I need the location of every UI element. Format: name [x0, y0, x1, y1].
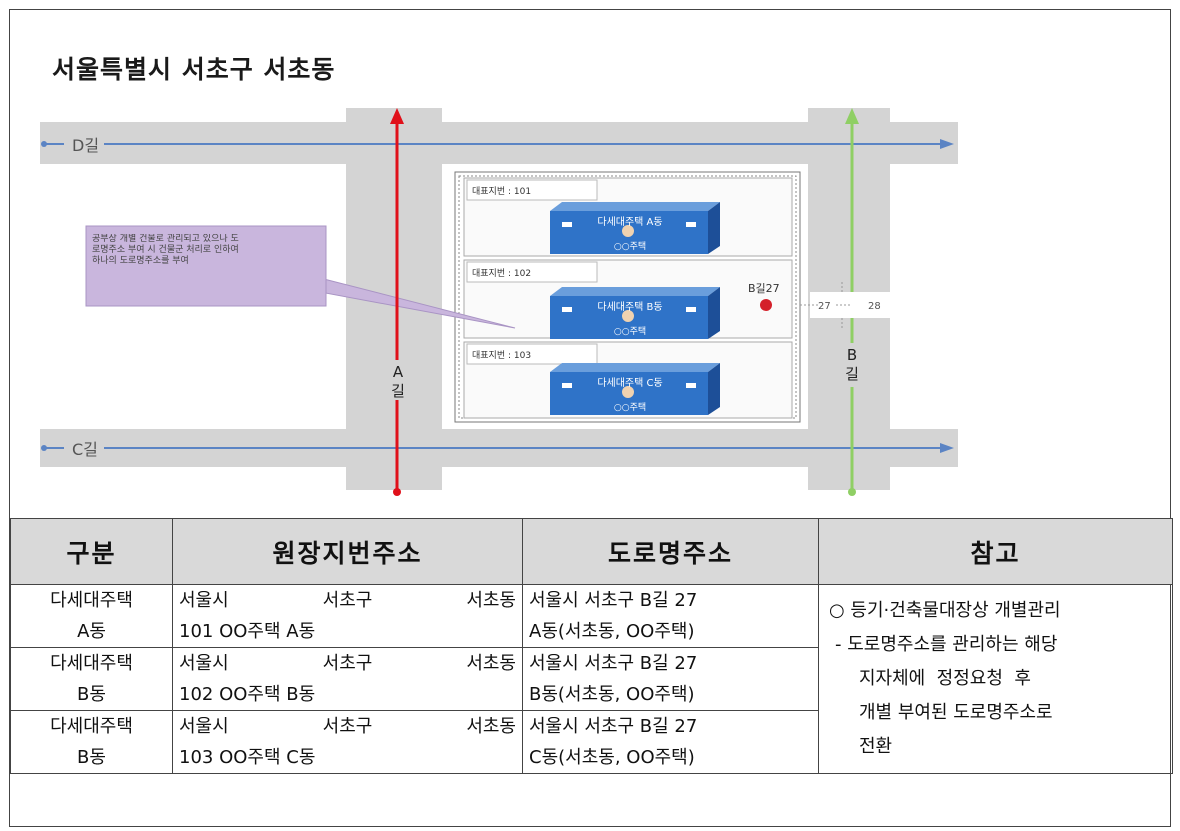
lot-district: 서초구	[322, 590, 373, 611]
road-address-line-2: A동(서초동, OO주택)	[529, 621, 695, 642]
note-dash: - 도로명주소를 관리하는 해당	[835, 634, 1058, 655]
note-cont-1: 지자체에 정정요청 후	[859, 668, 1031, 689]
road-c-label-bg	[64, 438, 104, 458]
building-a-icon	[550, 202, 720, 254]
lot-city: 서울시	[179, 653, 229, 674]
header-note: 참고	[818, 518, 1173, 585]
callout-box	[85, 225, 327, 307]
building-a-sub: ○○주택	[614, 241, 646, 252]
kind-sub: B동	[77, 747, 106, 768]
lot-address-cell: 서울시 서초구 서초동 101 OO주택 A동	[172, 584, 523, 648]
lot-2-label: 대표지번 : 102	[472, 268, 531, 279]
lot-city: 서울시	[179, 716, 229, 737]
road-address-cell: 서울시 서초구 B길 27 C동(서초동, OO주택)	[522, 710, 819, 774]
road-a-label-bg	[387, 360, 409, 400]
kind-cell: 다세대주택 B동	[10, 710, 173, 774]
lot-district: 서초구	[322, 653, 373, 674]
building-c-label: 다세대주택 C동	[597, 377, 662, 389]
road-address-cell: 서울시 서초구 B길 27 B동(서초동, OO주택)	[522, 647, 819, 711]
lot-district: 서초구	[322, 716, 373, 737]
road-address-cell: 서울시 서초구 B길 27 A동(서초동, OO주택)	[522, 584, 819, 648]
note-cont-2: 개별 부여된 도로명주소로	[859, 702, 1053, 723]
note-bullet: ○ 등기·건축물대장상 개별관리	[829, 600, 1061, 621]
road-a-end-dot	[393, 488, 401, 496]
lot-3-label-box	[466, 343, 598, 365]
header-kind: 구분	[10, 518, 173, 585]
block-inner	[458, 175, 797, 419]
lot-dong: 서초동	[466, 590, 516, 611]
address-marker-dot	[760, 299, 772, 311]
page-title: 서울특별시 서초구 서초동	[52, 55, 336, 84]
road-a-label-1: A	[393, 363, 404, 381]
lot-address-line-1: 서울시 서초구 서초동	[179, 648, 516, 679]
road-a-arrowhead	[390, 108, 404, 124]
header-lot-address: 원장지번주소	[172, 518, 523, 585]
address-map: 서울특별시 서초구 서초동 대표지번 : 101 다세대주택 A동	[10, 10, 1172, 517]
kind-text: 다세대주택	[50, 590, 133, 611]
lot-2-label-box	[466, 261, 598, 283]
figure-frame: 서울특별시 서초구 서초동 대표지번 : 101 다세대주택 A동	[9, 9, 1173, 828]
building-a-label: 다세대주택 A동	[597, 216, 662, 228]
lot-dong: 서초동	[466, 716, 516, 737]
road-a-label-2: 길	[391, 382, 405, 400]
callout-text-wrap: 공부상 개별 건물로 관리되고 있으나 도로명주소 부여 시 건물군 처리로 인…	[92, 234, 239, 266]
note-cont-3: 전환	[859, 736, 893, 757]
kind-text: 다세대주택	[50, 716, 133, 737]
lot-dong: 서초동	[466, 653, 516, 674]
building-b-sub: ○○주택	[614, 326, 646, 337]
building-b-icon	[550, 287, 720, 339]
road-d-label: D길	[72, 136, 99, 155]
lot-address-cell: 서울시 서초구 서초동 103 OO주택 C동	[172, 710, 523, 774]
note-cell: ○ 등기·건축물대장상 개별관리 - 도로명주소를 관리하는 해당 지자체에 정…	[818, 584, 1173, 774]
road-d-start-dot	[41, 141, 47, 147]
road-address-line-2: B동(서초동, OO주택)	[529, 684, 695, 705]
address-table: 구분 원장지번주소 도로명주소 참고 다세대주택 A동 서울시 서초구	[10, 518, 1173, 774]
lot-1-label-box	[466, 179, 598, 201]
lot-address-line-1: 서울시 서초구 서초동	[179, 585, 516, 616]
road-b-arrowhead	[845, 108, 859, 124]
kind-sub: A동	[77, 621, 106, 642]
road-c-arrowhead	[940, 443, 954, 453]
lot-address-line-2: 103 OO주택 C동	[179, 747, 316, 768]
address-number-27: 27	[818, 301, 831, 312]
road-b-label-1: B	[847, 346, 857, 364]
road-b-label-2: 길	[845, 365, 859, 383]
road-address-line-2: C동(서초동, OO주택)	[529, 747, 695, 768]
kind-text: 다세대주택	[50, 653, 133, 674]
kind-cell: 다세대주택 B동	[10, 647, 173, 711]
road-address-line-1: 서울시 서초구 B길 27	[529, 716, 698, 737]
road-c-start-dot	[41, 445, 47, 451]
building-c-icon	[550, 363, 720, 415]
building-b-label: 다세대주택 B동	[597, 301, 662, 313]
lot-address-line-1: 서울시 서초구 서초동	[179, 711, 516, 742]
table-row: 다세대주택 B동 서울시 서초구 서초동 103 OO주택 C동 서울시 서초구…	[10, 710, 1173, 774]
table-row: 다세대주택 A동 서울시 서초구 서초동 101 OO주택 A동 서울시 서초구…	[10, 584, 1173, 774]
lot-city: 서울시	[179, 590, 229, 611]
lot-address-line-2: 101 OO주택 A동	[179, 621, 316, 642]
road-c-label: C길	[72, 440, 98, 459]
building-c-sub: ○○주택	[614, 402, 646, 413]
callout-text: 공부상 개별 건물로 관리되고 있으나 도로명주소 부여 시 건물군 처리로 인…	[92, 234, 239, 266]
map-diagram: 대표지번 : 101 다세대주택 A동 ○○주택 대표지번 : 102	[40, 108, 958, 496]
road-d-label-bg	[64, 134, 104, 154]
table-row: 다세대주택 B동 서울시 서초구 서초동 102 OO주택 B동 서울시 서초구…	[10, 647, 1173, 711]
address-number-28: 28	[868, 301, 881, 312]
table-header-row: 구분 원장지번주소 도로명주소 참고	[10, 518, 1173, 585]
kind-cell: 다세대주택 A동	[10, 584, 173, 648]
kind-sub: B동	[77, 684, 106, 705]
road-address-line-1: 서울시 서초구 B길 27	[529, 653, 698, 674]
road-b-label-bg	[838, 343, 866, 387]
lot-1-label: 대표지번 : 101	[472, 186, 531, 197]
address-marker-label: B길27	[748, 282, 780, 295]
road-d-arrowhead	[940, 139, 954, 149]
address-table-wrap: 구분 원장지번주소 도로명주소 참고 다세대주택 A동 서울시 서초구	[10, 518, 1173, 828]
lot-address-line-2: 102 OO주택 B동	[179, 684, 316, 705]
road-b-end-dot	[848, 488, 856, 496]
header-road-address: 도로명주소	[522, 518, 819, 585]
road-address-line-1: 서울시 서초구 B길 27	[529, 590, 698, 611]
lot-3-label: 대표지번 : 103	[472, 350, 531, 361]
lot-address-cell: 서울시 서초구 서초동 102 OO주택 B동	[172, 647, 523, 711]
